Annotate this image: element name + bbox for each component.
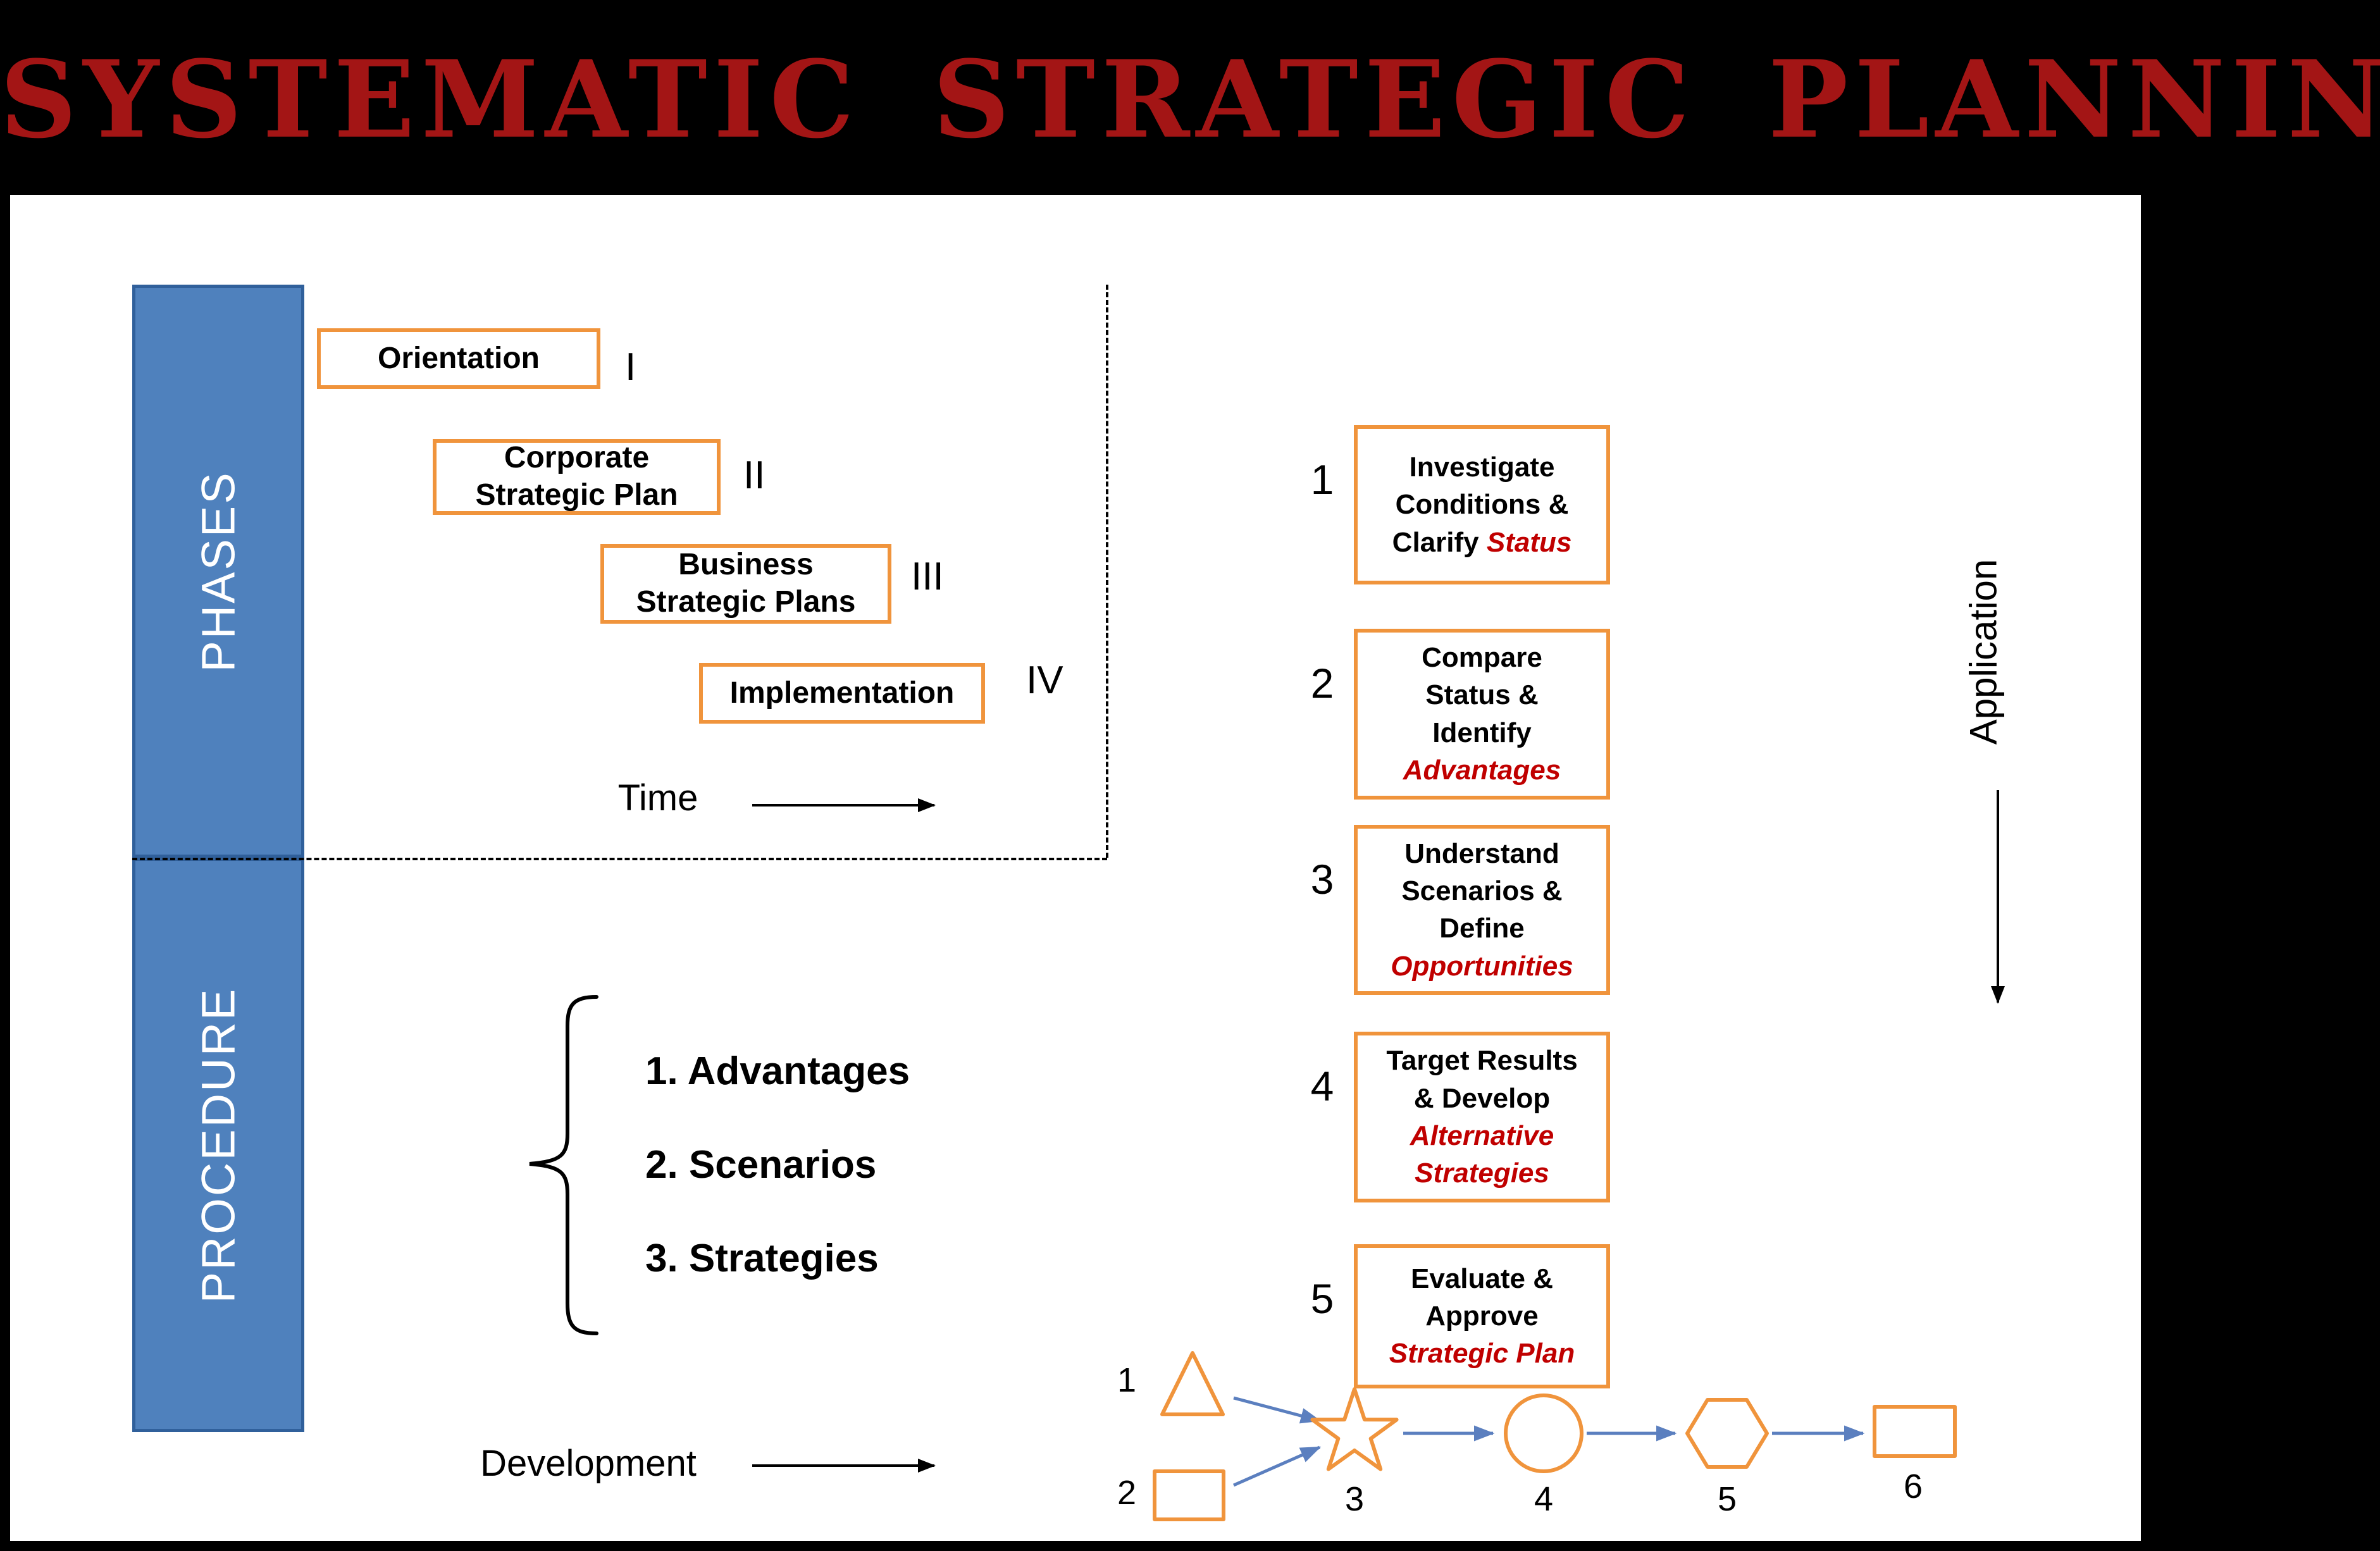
- phases-bar: PHASES: [132, 285, 304, 858]
- step-number: 2: [1310, 660, 1334, 707]
- procedure-step-row: 2 Compare Status & Identify Advantages: [1291, 629, 1610, 800]
- step-number: 3: [1310, 855, 1334, 903]
- step-text: Understand Scenarios & Define Opportunit…: [1391, 837, 1573, 982]
- application-arrow-icon: [1991, 790, 2005, 1004]
- time-axis-label: Time: [617, 777, 698, 819]
- procedure-step-row: 5 Evaluate & Approve Strategic Plan: [1291, 1244, 1610, 1388]
- step-box: Evaluate & Approve Strategic Plan: [1354, 1244, 1610, 1388]
- rectangle-shape-6: [1873, 1405, 1957, 1458]
- procedure-bar: PROCEDURE: [132, 858, 304, 1432]
- time-arrow-icon: [752, 798, 936, 812]
- phase-numeral-2: II: [743, 454, 765, 497]
- procedure-list-item-scenarios: 2. Scenarios: [645, 1143, 877, 1187]
- step-number: 5: [1310, 1275, 1334, 1322]
- triangle-shape: [1160, 1351, 1225, 1416]
- circle-shape: [1504, 1393, 1584, 1473]
- slide-title: SYSTEMATIC STRATEGIC PLANNING: [0, 37, 2380, 162]
- flow-arrow-2-to-3: [1232, 1445, 1322, 1487]
- development-axis-label: Development: [480, 1443, 697, 1484]
- procedure-bar-label: PROCEDURE: [192, 987, 245, 1303]
- phase-numeral-1: I: [625, 345, 636, 389]
- step-text: Evaluate & Approve Strategic Plan: [1389, 1263, 1575, 1369]
- vertical-dashed-divider: [1106, 285, 1108, 858]
- step-box: Investigate Conditions & Clarify Status: [1354, 425, 1610, 584]
- phase-numeral-4: IV: [1026, 658, 1063, 702]
- phase-box-business-strategic-plans: Business Strategic Plans: [600, 544, 891, 624]
- procedure-list-item-advantages: 1. Advantages: [645, 1049, 910, 1093]
- phase-box-orientation: Orientation: [317, 328, 600, 389]
- flow-label-5: 5: [1718, 1480, 1737, 1518]
- flow-label-2: 2: [1117, 1474, 1136, 1512]
- step-text: Compare Status & Identify Advantages: [1403, 642, 1561, 786]
- flow-label-6: 6: [1904, 1468, 1923, 1505]
- step-text: Investigate Conditions & Clarify Status: [1392, 451, 1572, 558]
- step-box: Compare Status & Identify Advantages: [1354, 629, 1610, 800]
- procedure-list-item-strategies: 3. Strategies: [645, 1237, 879, 1280]
- flow-arrow-1-to-3: [1233, 1396, 1322, 1424]
- step-box: Understand Scenarios & Define Opportunit…: [1354, 824, 1610, 996]
- horizontal-dashed-divider: [132, 858, 1107, 860]
- step-number: 1: [1310, 456, 1334, 503]
- development-flowchart: 1 2 3 4 5 6: [1117, 1351, 1957, 1521]
- application-axis-label: Application: [1936, 538, 2031, 765]
- step-number: 4: [1310, 1063, 1334, 1110]
- phases-bar-label: PHASES: [192, 470, 245, 672]
- step-text: Target Results & Develop Alternative Str…: [1386, 1045, 1578, 1189]
- curly-brace-icon: [529, 995, 598, 1335]
- development-arrow-icon: [752, 1459, 936, 1473]
- phase-numeral-3: III: [911, 555, 944, 598]
- application-axis-label-text: Application: [1962, 559, 2005, 745]
- flow-label-3: 3: [1345, 1480, 1364, 1518]
- step-box: Target Results & Develop Alternative Str…: [1354, 1032, 1610, 1202]
- flow-label-4: 4: [1534, 1480, 1553, 1518]
- procedure-step-row: 1 Investigate Conditions & Clarify Status: [1291, 425, 1610, 584]
- rectangle-shape-2: [1153, 1469, 1225, 1521]
- procedure-steps-column: 1 Investigate Conditions & Clarify Status…: [1291, 425, 1610, 1388]
- procedure-step-row: 4 Target Results & Develop Alternative St…: [1291, 1032, 1610, 1202]
- phase-box-implementation: Implementation: [699, 663, 985, 724]
- procedure-step-row: 3 Understand Scenarios & Define Opportuni…: [1291, 824, 1610, 996]
- star-shape: [1310, 1387, 1399, 1471]
- content-panel: [10, 195, 2141, 1541]
- hexagon-shape: [1685, 1398, 1769, 1469]
- phase-box-corporate-strategic-plan: Corporate Strategic Plan: [433, 439, 721, 515]
- flow-label-1: 1: [1117, 1361, 1136, 1399]
